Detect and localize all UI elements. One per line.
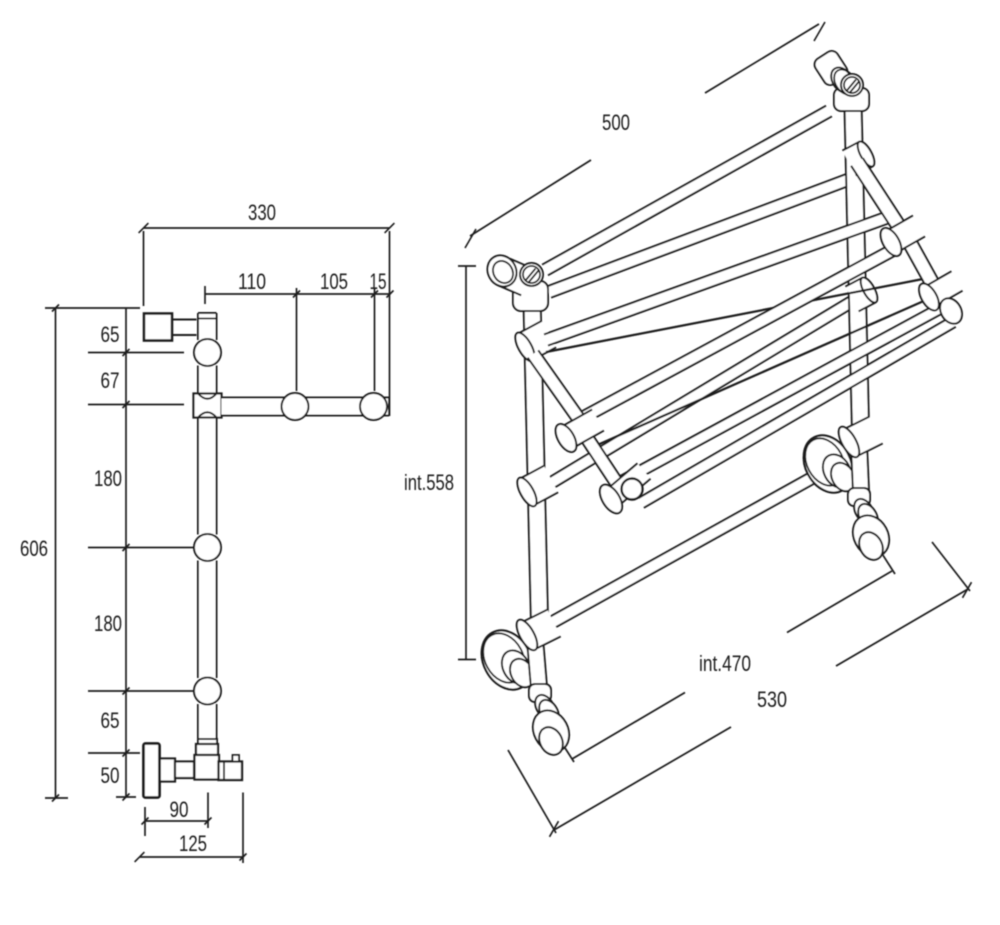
svg-text:int.558: int.558 — [404, 470, 454, 495]
svg-text:500: 500 — [602, 110, 630, 135]
svg-text:125: 125 — [179, 831, 207, 856]
svg-text:65: 65 — [101, 708, 120, 733]
svg-text:530: 530 — [757, 687, 787, 712]
svg-text:90: 90 — [170, 797, 189, 822]
svg-text:65: 65 — [101, 322, 120, 347]
svg-text:330: 330 — [248, 200, 276, 225]
svg-text:105: 105 — [320, 269, 348, 294]
svg-text:50: 50 — [101, 763, 120, 788]
svg-text:int.470: int.470 — [699, 651, 751, 676]
svg-text:180: 180 — [94, 611, 122, 636]
svg-text:606: 606 — [20, 536, 48, 561]
svg-text:15: 15 — [370, 269, 387, 294]
svg-text:180: 180 — [94, 466, 122, 491]
svg-text:110: 110 — [238, 269, 266, 294]
svg-text:67: 67 — [101, 368, 120, 393]
